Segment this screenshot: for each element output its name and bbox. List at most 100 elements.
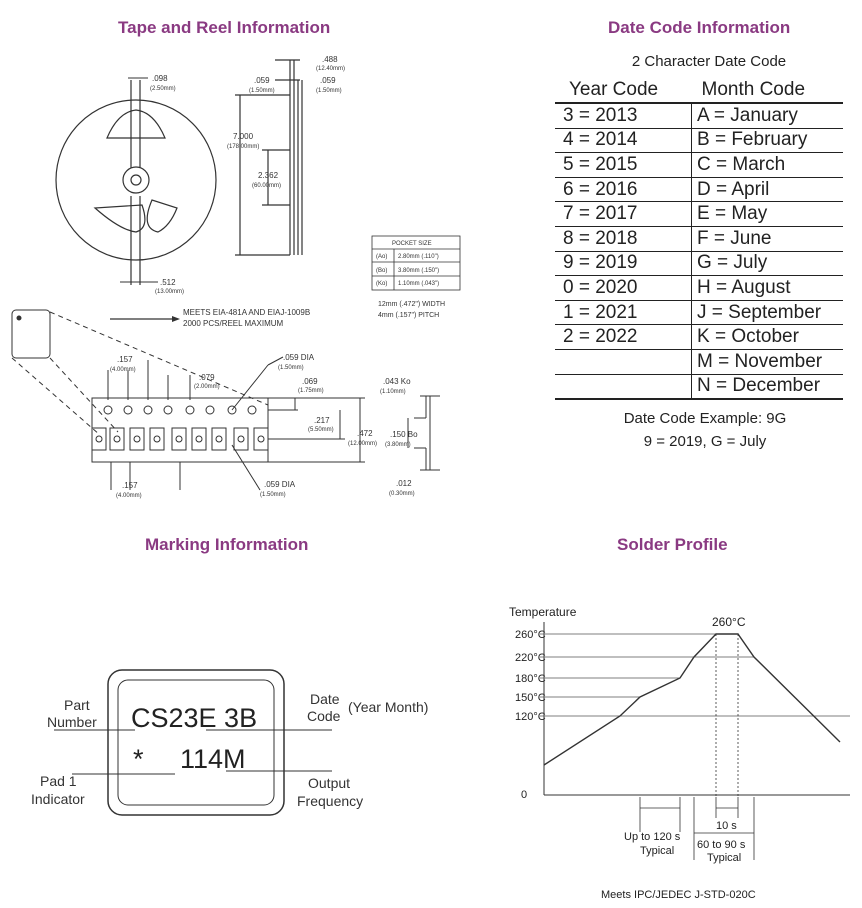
svg-text:.098: .098 bbox=[152, 74, 168, 83]
svg-text:(4.00mm): (4.00mm) bbox=[116, 493, 142, 499]
tape-reel-title: Tape and Reel Information bbox=[118, 18, 331, 37]
svg-text:.157: .157 bbox=[117, 355, 133, 364]
svg-text:.069: .069 bbox=[302, 377, 318, 386]
svg-text:(2.50mm): (2.50mm) bbox=[150, 86, 176, 92]
svg-text:Date: Date bbox=[310, 691, 340, 707]
svg-text:.217: .217 bbox=[314, 416, 330, 425]
month-code-header: Month Code bbox=[691, 77, 843, 104]
marking-frequency: 114M bbox=[180, 744, 246, 774]
svg-text:(1.50mm): (1.50mm) bbox=[260, 492, 286, 498]
date-code-subtitle: 2 Character Date Code bbox=[631, 53, 787, 70]
marking-diagram: CS23E 3B * 114M Part Number Date Code (Y… bbox=[31, 669, 428, 816]
svg-text:Output: Output bbox=[308, 775, 350, 791]
svg-text:.059: .059 bbox=[254, 76, 270, 85]
svg-text:120°C: 120°C bbox=[515, 711, 546, 723]
svg-text:POCKET SIZE: POCKET SIZE bbox=[392, 241, 432, 247]
svg-text:(1.75mm): (1.75mm) bbox=[298, 388, 324, 394]
tape-reel-diagram: .098 (2.50mm) .512 (13.00mm) .059 (1.50m… bbox=[11, 55, 461, 499]
jedec-standard: Meets IPC/JEDEC J-STD-020C bbox=[601, 889, 756, 901]
reel-spindle bbox=[130, 174, 142, 186]
svg-text:180°C: 180°C bbox=[515, 673, 546, 685]
solder-title: Solder Profile bbox=[617, 535, 728, 554]
svg-text:7.000: 7.000 bbox=[233, 132, 254, 141]
svg-text:(1.50mm): (1.50mm) bbox=[249, 88, 275, 94]
pad1-star: * bbox=[133, 744, 144, 774]
svg-text:1.10mm (.043"): 1.10mm (.043") bbox=[398, 281, 439, 287]
svg-text:(1.50mm): (1.50mm) bbox=[278, 365, 304, 371]
svg-text:(Bo): (Bo) bbox=[376, 268, 387, 274]
svg-text:.012: .012 bbox=[396, 479, 412, 488]
svg-text:(178.00mm): (178.00mm) bbox=[227, 144, 259, 150]
peak-label: 260°C bbox=[712, 615, 746, 629]
svg-text:.059 DIA: .059 DIA bbox=[283, 353, 315, 362]
svg-text:Number: Number bbox=[47, 714, 97, 730]
marking-line1: CS23E 3B bbox=[131, 703, 257, 733]
svg-text:2.362: 2.362 bbox=[258, 171, 279, 180]
svg-text:(0.30mm): (0.30mm) bbox=[389, 491, 415, 497]
svg-text:(Ko): (Ko) bbox=[376, 281, 387, 287]
svg-text:(3.80mm): (3.80mm) bbox=[385, 442, 411, 448]
svg-text:60 to 90 s: 60 to 90 s bbox=[697, 839, 746, 851]
svg-text:.059: .059 bbox=[320, 76, 336, 85]
table-row: N = December bbox=[555, 374, 843, 401]
reel-outer bbox=[55, 99, 217, 261]
svg-text:Pad 1: Pad 1 bbox=[40, 773, 77, 789]
marking-title: Marking Information bbox=[145, 535, 309, 554]
table-row: M = November bbox=[555, 349, 843, 375]
svg-text:(2.00mm): (2.00mm) bbox=[194, 384, 220, 390]
svg-text:150°C: 150°C bbox=[515, 692, 546, 704]
svg-text:.079: .079 bbox=[199, 373, 215, 382]
svg-text:Part: Part bbox=[64, 697, 90, 713]
svg-text:.472: .472 bbox=[357, 429, 373, 438]
solder-profile-chart: Temperature 260°C 220°C 180°C 150°C 120°… bbox=[509, 605, 850, 901]
svg-text:(4.00mm): (4.00mm) bbox=[110, 367, 136, 373]
reel-hub bbox=[122, 166, 150, 194]
svg-text:4mm (.157") PITCH: 4mm (.157") PITCH bbox=[378, 312, 439, 319]
svg-text:(Year Month): (Year Month) bbox=[348, 699, 428, 715]
svg-text:10 s: 10 s bbox=[716, 820, 737, 832]
carrier-tape bbox=[91, 360, 440, 491]
svg-text:(1.50mm): (1.50mm) bbox=[316, 88, 342, 94]
svg-text:(Ao): (Ao) bbox=[376, 254, 387, 260]
svg-text:.157: .157 bbox=[122, 481, 138, 490]
svg-text:.043 Ko: .043 Ko bbox=[383, 377, 411, 386]
date-code-title: Date Code Information bbox=[608, 18, 791, 37]
svg-text:2.80mm (.110"): 2.80mm (.110") bbox=[398, 254, 439, 260]
svg-text:(5.50mm): (5.50mm) bbox=[308, 427, 334, 433]
date-code-example: Date Code Example: 9G bbox=[623, 410, 787, 427]
svg-text:260°C: 260°C bbox=[515, 629, 546, 641]
svg-text:Indicator: Indicator bbox=[31, 791, 85, 807]
svg-text:MEETS EIA-481A AND EIAJ-1009B: MEETS EIA-481A AND EIAJ-1009B bbox=[183, 308, 310, 317]
svg-text:.512: .512 bbox=[160, 278, 176, 287]
date-code-example-value: 9 = 2019, G = July bbox=[643, 433, 767, 450]
svg-text:0: 0 bbox=[521, 789, 527, 801]
svg-text:12mm (.472") WIDTH: 12mm (.472") WIDTH bbox=[378, 301, 445, 308]
svg-text:2000 PCS/REEL MAXIMUM: 2000 PCS/REEL MAXIMUM bbox=[183, 319, 284, 328]
svg-text:(13.00mm): (13.00mm) bbox=[155, 289, 184, 295]
svg-text:Up to 120 s: Up to 120 s bbox=[624, 831, 681, 843]
svg-text:220°C: 220°C bbox=[515, 652, 546, 664]
pocket-size-table bbox=[371, 235, 461, 291]
svg-text:Frequency: Frequency bbox=[297, 793, 363, 809]
svg-text:(12.40mm): (12.40mm) bbox=[316, 66, 345, 72]
svg-text:3.80mm (.150"): 3.80mm (.150") bbox=[398, 268, 439, 274]
solder-profile-curve bbox=[543, 633, 841, 766]
svg-text:(12.00mm): (12.00mm) bbox=[348, 441, 377, 447]
year-code-header: Year Code bbox=[555, 77, 692, 104]
svg-text:.059 DIA: .059 DIA bbox=[264, 480, 296, 489]
svg-text:Typical: Typical bbox=[707, 852, 741, 864]
svg-text:.488: .488 bbox=[322, 55, 338, 64]
solder-y-title: Temperature bbox=[509, 605, 577, 619]
svg-text:(60.00mm): (60.00mm) bbox=[252, 183, 281, 189]
